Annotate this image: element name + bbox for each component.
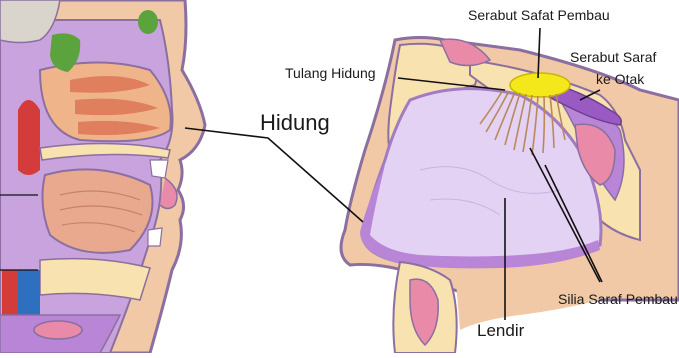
vessel-red xyxy=(2,270,18,315)
teeth-lower xyxy=(148,228,162,246)
jaw-bone xyxy=(40,259,150,300)
leader-hidung xyxy=(185,128,363,222)
teeth-upper xyxy=(150,160,168,178)
label-silia-saraf-pembau: Silia Saraf Pembau xyxy=(558,292,678,306)
label-serabut-saraf-line1: Serabut Saraf xyxy=(570,50,656,64)
vessel-blue xyxy=(18,270,40,315)
olfactory-bulb xyxy=(510,73,570,97)
head-cross-section xyxy=(0,0,205,353)
label-serabut-sel-pembau: Serabut Safat Pembau xyxy=(468,8,610,22)
sinus-green-small xyxy=(138,10,158,34)
label-hidung: Hidung xyxy=(260,112,330,134)
pharynx-red xyxy=(18,100,40,175)
label-lendir: Lendir xyxy=(477,322,524,339)
label-tulang-hidung: Tulang Hidung xyxy=(285,66,376,80)
label-serabut-saraf-line2: ke Otak xyxy=(596,72,644,86)
larynx xyxy=(34,321,82,339)
tongue xyxy=(42,169,152,252)
